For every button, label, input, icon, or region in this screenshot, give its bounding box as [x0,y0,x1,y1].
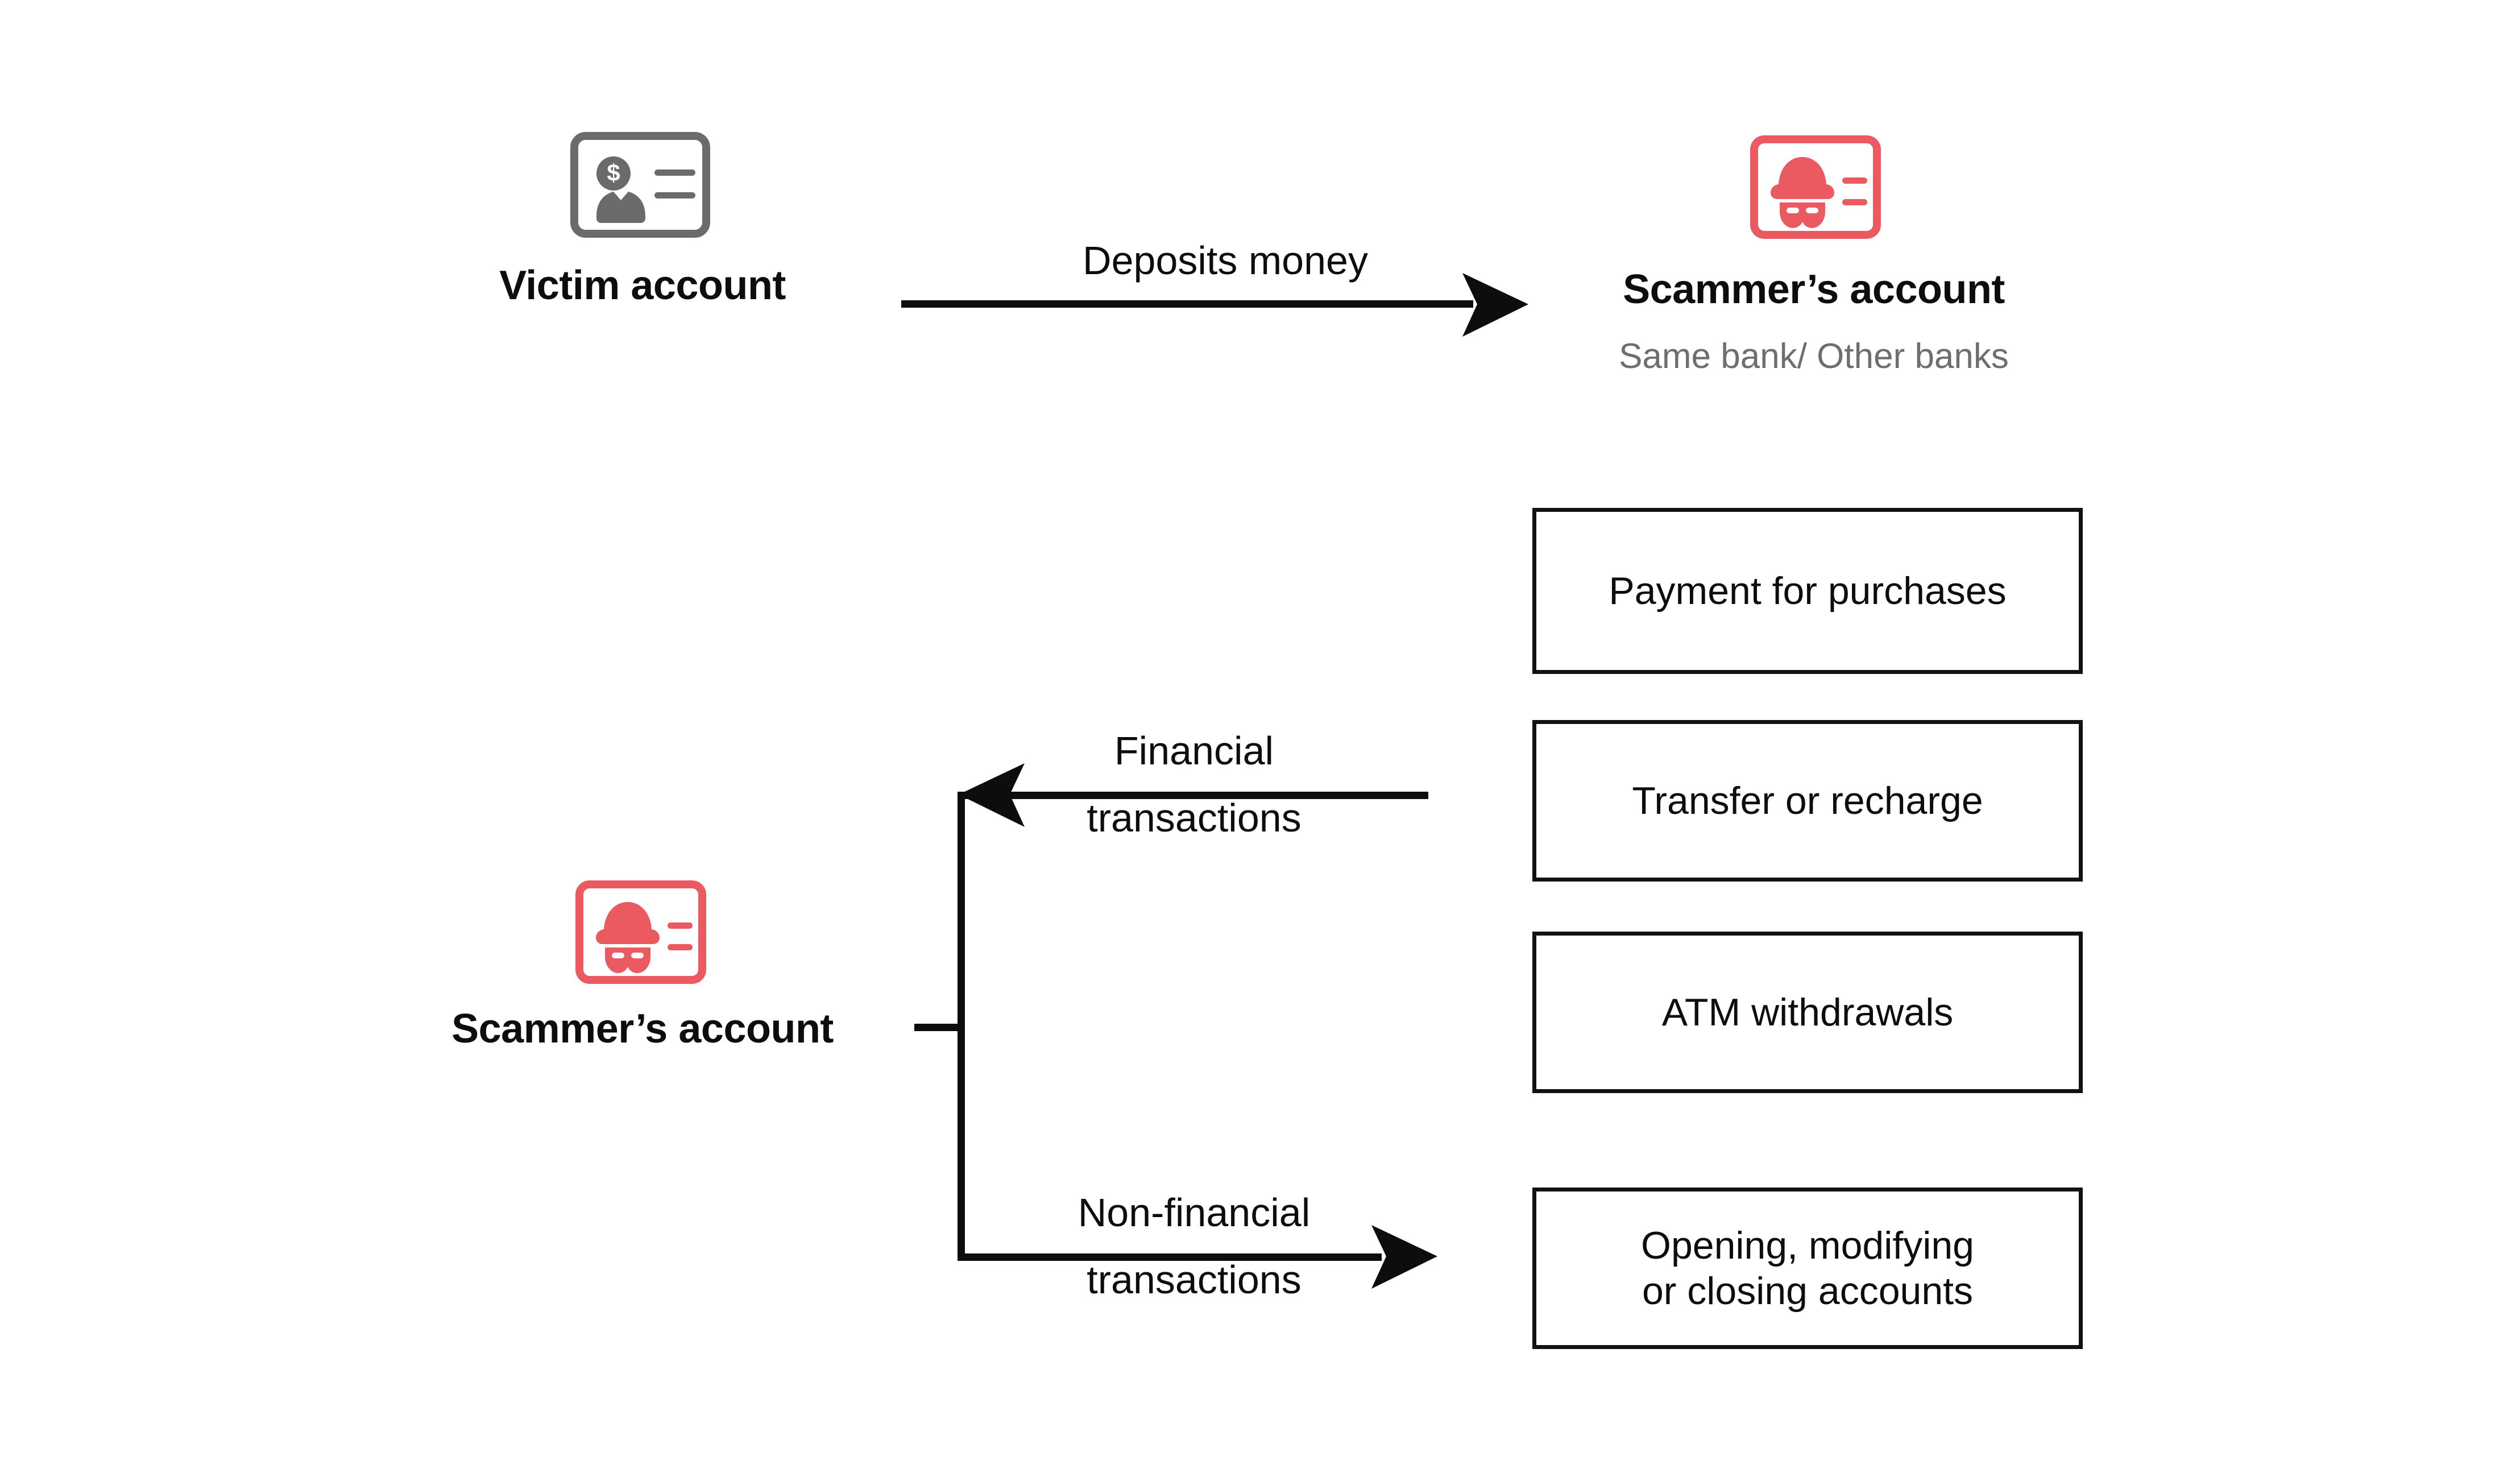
victim-account-icon: $ [570,132,710,238]
financial-transactions-label-line2: transactions [1087,796,1302,840]
financial-arrow-head [959,763,1025,827]
deposits-arrow-line [901,300,1473,308]
non-financial-branch-line [961,1253,1382,1261]
process-box-payment[interactable]: Payment for purchases [1532,508,2083,674]
process-box-payment-label: Payment for purchases [1609,569,2007,613]
victim-account-title: Victim account [499,263,786,308]
deposits-money-label: Deposits money [1083,238,1368,283]
scammer-account-title-top: Scammer’s account [1623,267,2005,312]
financial-transactions-label-line1: Financial [1114,729,1274,773]
branch-trunk-line [958,792,965,1261]
scammer-branch-stub [914,1024,964,1031]
process-box-accounts[interactable]: Opening, modifying or closing accounts [1532,1188,2083,1349]
process-box-transfer[interactable]: Transfer or recharge [1532,720,2083,882]
scammer-account-icon-top [1750,135,1881,239]
financial-branch-line [961,792,1428,799]
non-financial-arrow-head [1371,1225,1437,1289]
svg-text:$: $ [607,159,620,186]
deposits-arrow-head [1462,273,1528,337]
non-financial-transactions-label-line1: Non-financial [1077,1190,1311,1235]
scammer-account-subtitle-top: Same bank/ Other banks [1619,337,2009,376]
process-box-atm[interactable]: ATM withdrawals [1532,932,2083,1093]
process-box-accounts-label: Opening, modifying or closing accounts [1641,1223,1974,1313]
process-box-transfer-label: Transfer or recharge [1632,779,1983,822]
non-financial-transactions-label-line2: transactions [1087,1257,1302,1302]
scammer-account-title-bottom: Scammer’s account [451,1006,834,1052]
scammer-account-icon-bottom [575,880,706,984]
process-box-atm-label: ATM withdrawals [1661,990,1954,1034]
